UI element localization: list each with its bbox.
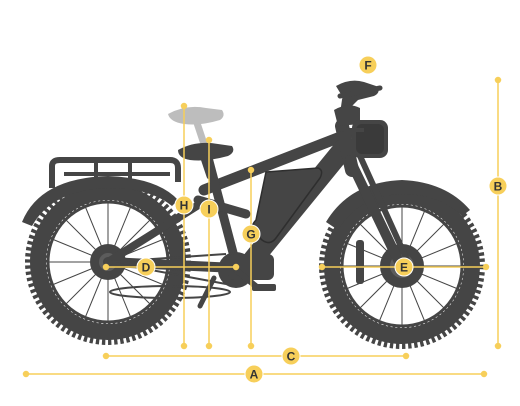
label-badge-e: E — [394, 257, 414, 277]
label-f: F — [364, 59, 371, 73]
bike-silhouette — [22, 80, 485, 349]
label-badge-d: D — [136, 257, 156, 277]
label-c: C — [287, 350, 296, 364]
label-g: G — [246, 228, 255, 242]
label-badge-b: B — [488, 176, 508, 196]
label-badge-i: I — [199, 199, 219, 219]
label-a: A — [250, 368, 259, 382]
label-d: D — [142, 261, 151, 275]
label-badge-a: A — [244, 364, 264, 384]
label-i: I — [207, 203, 210, 217]
label-h: H — [180, 199, 189, 213]
label-badge-c: C — [281, 346, 301, 366]
label-badge-f: F — [358, 55, 378, 75]
label-b: B — [494, 180, 503, 194]
label-badge-g: G — [241, 224, 261, 244]
label-e: E — [400, 261, 408, 275]
label-badge-h: H — [174, 195, 194, 215]
